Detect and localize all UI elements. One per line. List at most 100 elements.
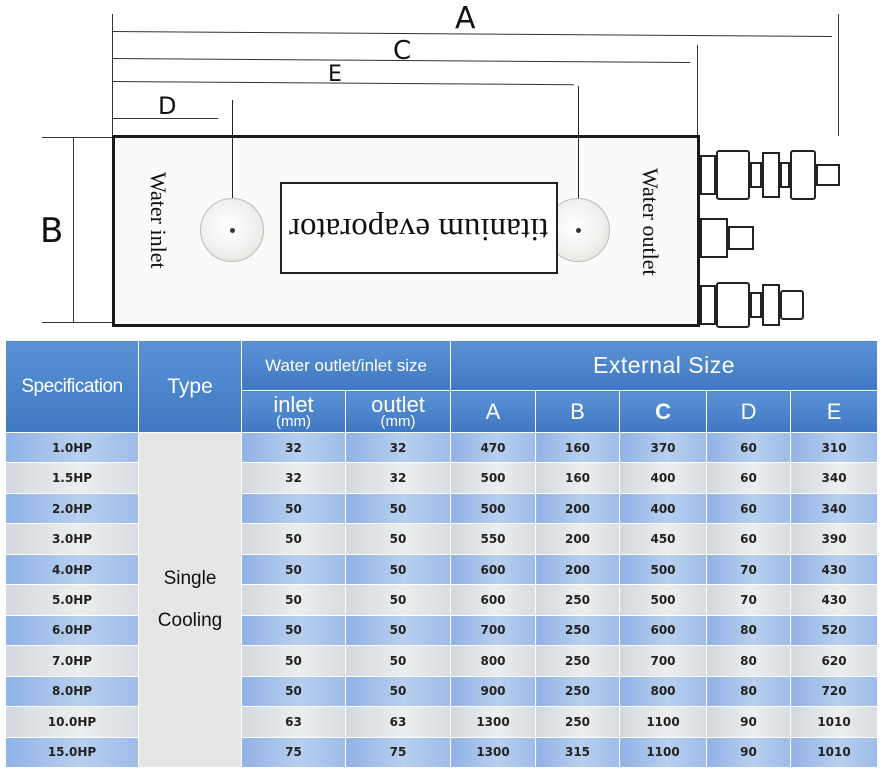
cell-inlet: 50: [241, 675, 346, 708]
cell-a: 600: [450, 553, 537, 586]
dimension-d-label: D: [158, 92, 177, 120]
cell-a: 500: [450, 492, 537, 525]
cell-e: 390: [790, 523, 879, 555]
cell-outlet: 50: [344, 645, 452, 677]
cell-a: 900: [450, 675, 537, 708]
cell-inlet: 50: [241, 614, 346, 647]
cell-spec: 15.0HP: [5, 736, 139, 769]
cell-e: 520: [790, 614, 879, 647]
cell-e: 310: [790, 431, 879, 464]
header-col-c: C: [619, 390, 708, 433]
cell-c: 800: [619, 675, 708, 708]
cell-outlet: 50: [344, 523, 452, 555]
dimension-d-line: [112, 118, 218, 119]
cell-outlet: 63: [344, 706, 452, 738]
cell-spec: 2.0HP: [5, 492, 139, 525]
cell-c: 370: [619, 431, 708, 464]
outlet-pointer-line: [578, 86, 579, 226]
dimension-b-top-line: [42, 137, 112, 138]
cell-e: 1010: [790, 706, 879, 738]
cell-e: 340: [790, 462, 879, 494]
cell-d: 70: [706, 584, 792, 616]
right-extension-line-c: [697, 45, 698, 137]
header-col-b: B: [535, 390, 621, 433]
header-col-a: A: [450, 390, 537, 433]
left-extension-line: [112, 14, 113, 136]
dimension-b-label: B: [40, 211, 64, 251]
cell-b: 250: [535, 675, 621, 708]
cell-c: 1100: [619, 706, 708, 738]
header-col-e: E: [790, 390, 879, 433]
cell-outlet: 50: [344, 492, 452, 525]
cell-e: 430: [790, 553, 879, 586]
cell-outlet: 32: [344, 431, 452, 464]
cell-a: 550: [450, 523, 537, 555]
cell-e: 430: [790, 584, 879, 616]
cell-e: 340: [790, 492, 879, 525]
header-outlet-unit: (mm): [380, 413, 416, 430]
dimension-e-label: E: [328, 62, 342, 87]
cell-a: 700: [450, 614, 537, 647]
dimension-c-label: C: [393, 36, 412, 66]
cell-b: 200: [535, 523, 621, 555]
cell-b: 315: [535, 736, 621, 769]
cell-b: 250: [535, 614, 621, 647]
cell-inlet: 50: [241, 645, 346, 677]
cell-inlet: 63: [241, 706, 346, 738]
cell-a: 1300: [450, 736, 537, 769]
cell-c: 700: [619, 645, 708, 677]
header-outlet-label: outlet: [371, 392, 425, 417]
cell-a: 1300: [450, 706, 537, 738]
cell-d: 80: [706, 675, 792, 708]
cell-b: 250: [535, 584, 621, 616]
header-external-size: External Size: [450, 340, 879, 391]
cell-outlet: 50: [344, 553, 452, 586]
cell-spec: 1.5HP: [5, 462, 139, 494]
dimension-b-line: [73, 137, 74, 323]
cell-spec: 1.0HP: [5, 431, 139, 464]
cell-spec: 8.0HP: [5, 675, 139, 708]
cell-inlet: 32: [241, 462, 346, 494]
water-inlet-label: Water inlet: [146, 172, 171, 269]
dimension-e-line: [111, 81, 574, 86]
cell-b: 200: [535, 553, 621, 586]
cell-inlet: 50: [241, 523, 346, 555]
cell-d: 80: [706, 645, 792, 677]
cell-a: 500: [450, 462, 537, 494]
cell-c: 400: [619, 462, 708, 494]
header-water-size: Water outlet/inlet size: [240, 340, 452, 391]
header-type: Type: [138, 340, 242, 433]
cell-inlet: 50: [241, 492, 346, 525]
cell-d: 60: [706, 431, 792, 464]
cell-e: 1010: [790, 736, 879, 769]
cell-b: 250: [535, 706, 621, 738]
cell-c: 500: [619, 584, 708, 616]
cell-a: 600: [450, 584, 537, 616]
dimension-b-bottom-line: [42, 322, 112, 323]
specification-table: Specification Type Water outlet/inlet si…: [5, 340, 879, 769]
cell-d: 60: [706, 462, 792, 494]
cell-outlet: 50: [344, 614, 452, 647]
header-row-1: Specification Type Water outlet/inlet si…: [5, 340, 879, 433]
product-name: titanium evaporator: [289, 210, 549, 247]
cell-outlet: 75: [344, 736, 452, 769]
cell-inlet: 75: [241, 736, 346, 769]
cell-c: 500: [619, 553, 708, 586]
cell-d: 70: [706, 553, 792, 586]
right-extension-line-a: [838, 14, 839, 136]
cell-spec: 5.0HP: [5, 584, 139, 616]
cell-spec: 4.0HP: [5, 553, 139, 586]
inlet-pointer-line: [232, 100, 233, 228]
cell-b: 250: [535, 645, 621, 677]
cell-spec: 3.0HP: [5, 523, 139, 555]
header-col-d: D: [706, 390, 792, 433]
cell-spec: 10.0HP: [5, 706, 139, 738]
